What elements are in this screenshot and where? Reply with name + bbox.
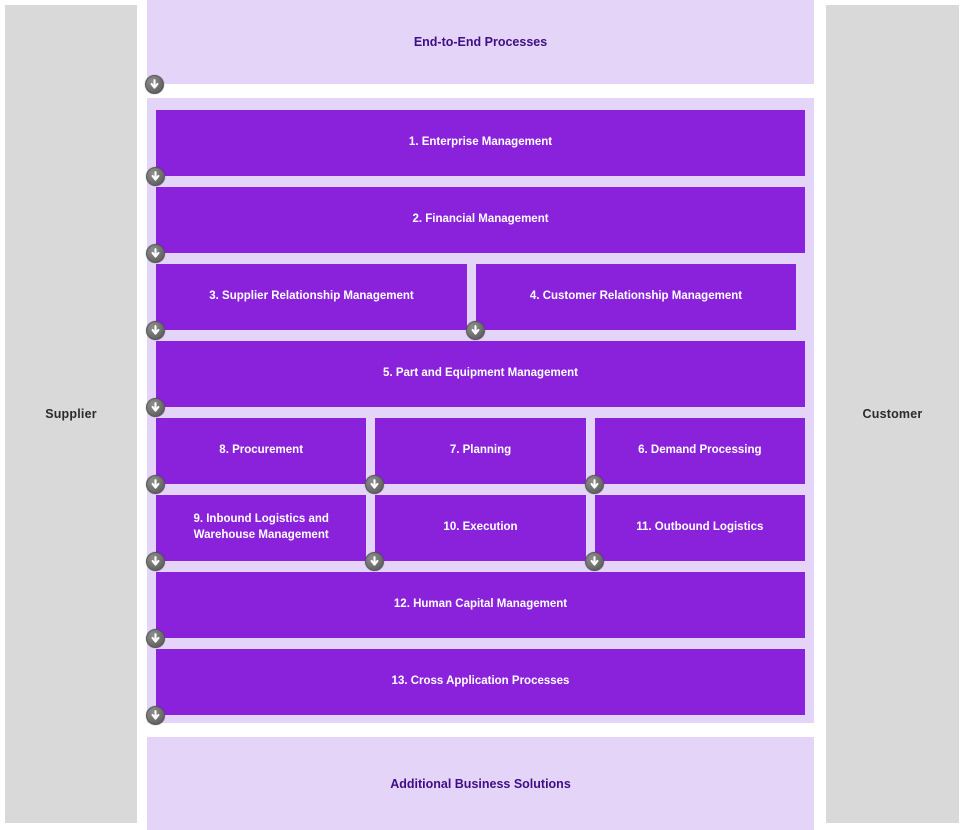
process-row: 8. Procurement 7. Planning 6. Demand Pro… <box>146 418 805 494</box>
process-box-label: 8. Procurement <box>219 444 304 457</box>
process-box-label: 10. Execution <box>443 521 518 534</box>
process-box-3[interactable]: 3. Supplier Relationship Management <box>146 264 467 340</box>
actor-label-supplier: Supplier <box>45 407 97 421</box>
process-row: 9. Inbound Logistics and Warehouse Manag… <box>146 495 805 571</box>
process-box-label: 12. Human Capital Management <box>393 598 568 611</box>
end-to-end-processes-title: End-to-End Processes <box>413 35 548 49</box>
process-box-11[interactable]: 11. Outbound Logistics <box>584 495 805 571</box>
process-box-label: 13. Cross Application Processes <box>391 675 570 688</box>
process-box-7[interactable]: 7. Planning <box>365 418 586 494</box>
process-box-label: 1. Enterprise Management <box>408 136 553 149</box>
process-row: 5. Part and Equipment Management <box>146 341 805 417</box>
arrow-down-icon <box>365 475 385 494</box>
process-box-label: 9. Inbound Logistics and Warehouse Manag… <box>193 513 329 541</box>
process-row: 1. Enterprise Management <box>146 110 805 186</box>
arrow-down-icon <box>146 244 165 263</box>
actor-panel-customer: Customer <box>826 5 959 823</box>
additional-business-solutions-title: Additional Business Solutions <box>390 776 571 791</box>
process-box-label: 7. Planning <box>449 444 512 457</box>
arrow-down-icon <box>584 552 604 571</box>
additional-business-solutions-band[interactable]: Additional Business Solutions <box>147 737 814 830</box>
process-box-label: 11. Outbound Logistics <box>636 521 764 534</box>
process-box-4[interactable]: 4. Customer Relationship Management <box>466 264 796 340</box>
process-box-8[interactable]: 8. Procurement <box>146 418 367 494</box>
process-row: 12. Human Capital Management <box>146 572 805 648</box>
actor-panel-supplier: Supplier <box>5 5 137 823</box>
process-box-1[interactable]: 1. Enterprise Management <box>146 110 805 186</box>
process-box-13[interactable]: 13. Cross Application Processes <box>146 649 805 725</box>
process-box-12[interactable]: 12. Human Capital Management <box>146 572 805 648</box>
actor-label-customer: Customer <box>862 407 923 421</box>
process-box-label: 5. Part and Equipment Management <box>383 367 578 380</box>
process-row: 3. Supplier Relationship Management 4. C… <box>146 264 805 340</box>
arrow-down-icon <box>584 475 604 494</box>
arrow-down-icon <box>365 552 385 571</box>
arrow-down-icon <box>146 706 165 725</box>
process-box-label: 4. Customer Relationship Management <box>529 290 743 303</box>
process-box-2[interactable]: 2. Financial Management <box>146 187 805 263</box>
process-box-5[interactable]: 5. Part and Equipment Management <box>146 341 805 417</box>
process-map-center-column: End-to-End Processes 1. Enterprise Manag… <box>145 0 814 830</box>
process-box-label: 3. Supplier Relationship Management <box>209 290 414 303</box>
arrow-down-icon <box>146 398 165 417</box>
core-processes-band: 1. Enterprise Management 2. Financial Ma… <box>146 98 814 725</box>
band-separator <box>147 84 814 98</box>
process-box-6[interactable]: 6. Demand Processing <box>584 418 805 494</box>
process-row: 13. Cross Application Processes <box>146 649 805 725</box>
process-box-label: 6. Demand Processing <box>638 444 762 457</box>
arrow-down-icon <box>145 75 164 94</box>
arrow-down-icon <box>146 629 165 648</box>
arrow-down-icon <box>146 552 165 571</box>
arrow-down-icon <box>146 167 165 186</box>
arrow-down-icon <box>146 321 165 340</box>
arrow-down-icon <box>146 475 165 494</box>
process-box-10[interactable]: 10. Execution <box>365 495 586 571</box>
process-row: 2. Financial Management <box>146 187 805 263</box>
end-to-end-processes-band[interactable]: End-to-End Processes <box>145 0 814 94</box>
process-box-label: 2. Financial Management <box>412 213 549 226</box>
process-box-9[interactable]: 9. Inbound Logistics and Warehouse Manag… <box>146 495 367 571</box>
band-separator <box>147 723 814 737</box>
arrow-down-icon <box>466 321 485 340</box>
